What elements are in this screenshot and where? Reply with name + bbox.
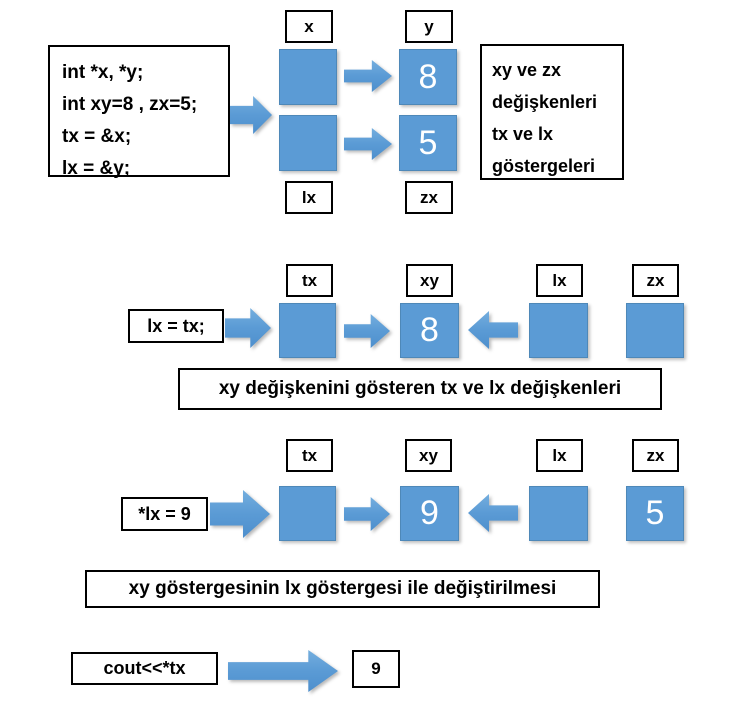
code-line: int xy=8 , zx=5; bbox=[62, 94, 198, 115]
output-box: 9 bbox=[352, 650, 400, 688]
arrow-right-icon bbox=[230, 96, 272, 134]
memory-cell-lx bbox=[529, 486, 588, 541]
arrow-right-icon bbox=[210, 490, 270, 538]
note-line: xy ve zx bbox=[492, 60, 562, 80]
arrow-right-icon bbox=[344, 60, 392, 92]
var-label-lx: lx bbox=[536, 439, 583, 472]
code-box: int *x, *y; int xy=8 , zx=5; tx = &x; lx… bbox=[48, 45, 230, 179]
arrow-right-icon bbox=[228, 650, 338, 692]
code-line: int *x, *y; bbox=[62, 62, 144, 83]
caption-box: xy göstergesinin lx göstergesi ile değiş… bbox=[85, 570, 600, 608]
statement-box: cout<<*tx bbox=[71, 652, 218, 685]
statement-box: lx = tx; bbox=[128, 309, 224, 343]
memory-cell-x bbox=[279, 49, 337, 105]
var-label-x: x bbox=[285, 10, 333, 43]
arrow-right-icon bbox=[225, 308, 271, 348]
memory-cell-xy: 9 bbox=[400, 486, 459, 541]
var-label-lx: lx bbox=[536, 264, 583, 297]
memory-cell-xy: 8 bbox=[400, 303, 459, 358]
code-line: lx = &y; bbox=[62, 158, 131, 179]
var-label-y: y bbox=[405, 10, 453, 43]
var-label-zx: zx bbox=[632, 264, 679, 297]
arrow-left-icon bbox=[468, 494, 518, 532]
var-label-zx: zx bbox=[405, 181, 453, 214]
arrow-left-icon bbox=[468, 311, 518, 349]
note-line: değişkenleri bbox=[492, 92, 598, 112]
memory-cell-tx bbox=[279, 486, 336, 541]
note-box: xy ve zx değişkenleri tx ve lx göstergel… bbox=[480, 44, 624, 180]
caption-box: xy değişkenini gösteren tx ve lx değişke… bbox=[178, 368, 662, 410]
var-label-zx: zx bbox=[632, 439, 679, 472]
code-line: tx = &x; bbox=[62, 126, 132, 147]
memory-cell-lx bbox=[529, 303, 588, 358]
var-label-xy: xy bbox=[406, 264, 453, 297]
memory-cell-zx: 5 bbox=[626, 486, 684, 541]
statement-box: *lx = 9 bbox=[121, 497, 208, 531]
arrow-right-icon bbox=[344, 128, 392, 160]
memory-cell-zx bbox=[626, 303, 684, 358]
memory-cell-y: 8 bbox=[399, 49, 457, 105]
var-label-tx: tx bbox=[286, 264, 333, 297]
memory-cell-lx bbox=[279, 115, 337, 171]
var-label-tx: tx bbox=[286, 439, 333, 472]
note-line: göstergeleri bbox=[492, 156, 596, 176]
arrow-right-icon bbox=[344, 497, 390, 531]
memory-cell-zx: 5 bbox=[399, 115, 457, 171]
memory-cell-tx bbox=[279, 303, 336, 358]
var-label-xy: xy bbox=[405, 439, 452, 472]
var-label-lx: lx bbox=[285, 181, 333, 214]
note-line: tx ve lx bbox=[492, 124, 554, 144]
arrow-right-icon bbox=[344, 314, 390, 348]
